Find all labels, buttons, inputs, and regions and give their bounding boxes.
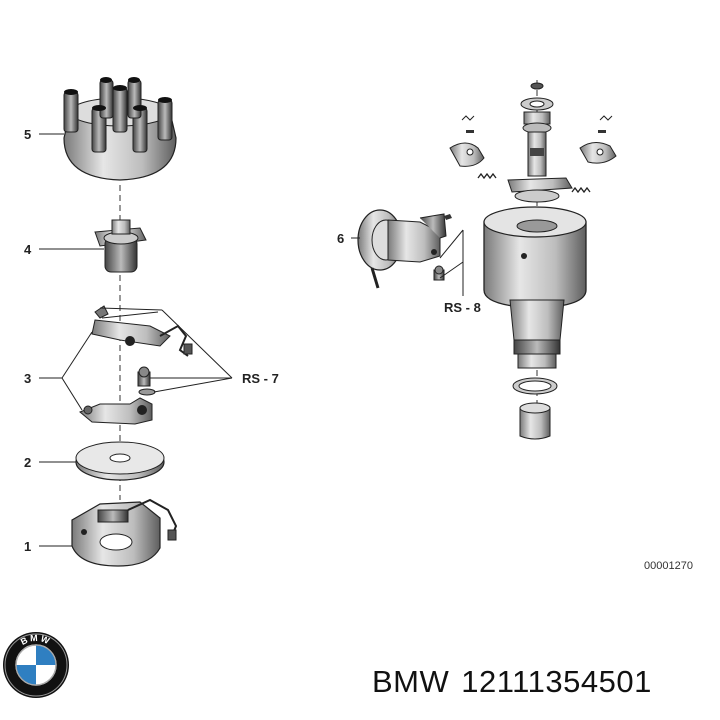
distributor-body-part — [449, 82, 617, 440]
brand-part-label: BMW 12111354501 — [372, 664, 652, 700]
callout-3: 3 — [24, 371, 31, 386]
svg-text:BMW: BMW — [19, 633, 53, 647]
callout-2: 2 — [24, 455, 31, 470]
callout-1: 1 — [24, 539, 31, 554]
brand-name: BMW — [372, 664, 450, 699]
callout-rs-7: RS - 7 — [242, 371, 279, 386]
callout-rs-8: RS - 8 — [444, 300, 481, 315]
contact-breaker-part — [79, 305, 193, 425]
breaker-plate-part — [71, 498, 178, 567]
part-number: 12111354501 — [461, 664, 652, 699]
leader-lines-rs8 — [439, 229, 464, 296]
callout-5: 5 — [24, 127, 31, 142]
rotor-part — [94, 219, 147, 273]
callout-4: 4 — [24, 242, 32, 257]
diagram-code: 00001270 — [644, 560, 693, 572]
vacuum-unit-part — [357, 209, 447, 289]
bmw-logo-icon: BMW — [3, 632, 69, 698]
dust-shield-part — [75, 441, 165, 481]
distributor-cap-part — [63, 77, 177, 181]
callout-6: 6 — [337, 231, 344, 246]
leader-lines-3 — [39, 307, 233, 411]
